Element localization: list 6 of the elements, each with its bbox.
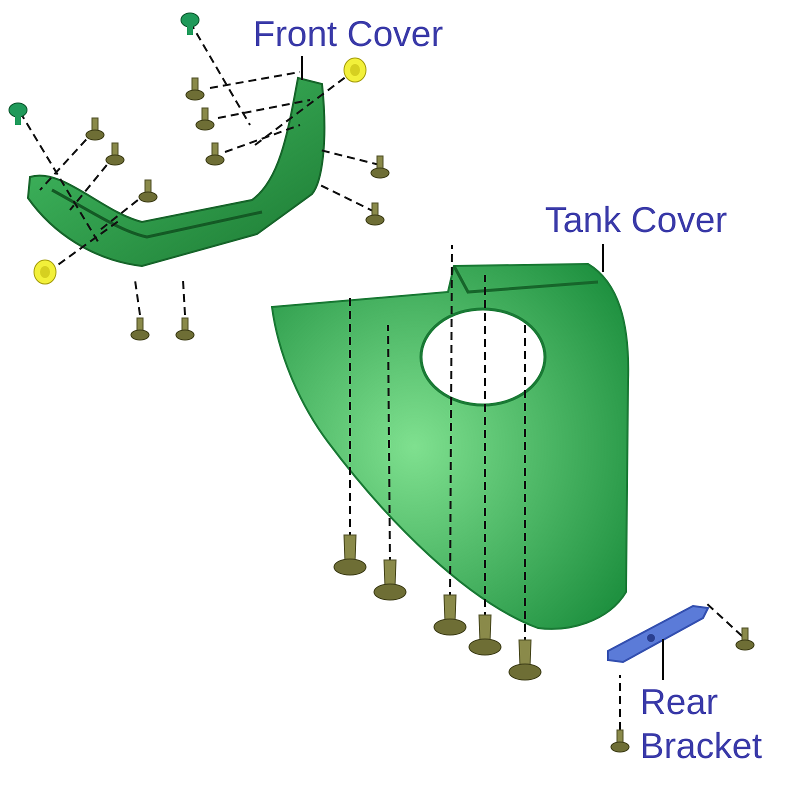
- part-label: Tank Cover: [545, 198, 770, 244]
- leader-line: [301, 56, 303, 80]
- part-label: Front Cover: [253, 12, 483, 56]
- leader-line: [602, 244, 604, 272]
- leader-line: [662, 639, 664, 680]
- part-label: Rear Bracket: [640, 680, 790, 770]
